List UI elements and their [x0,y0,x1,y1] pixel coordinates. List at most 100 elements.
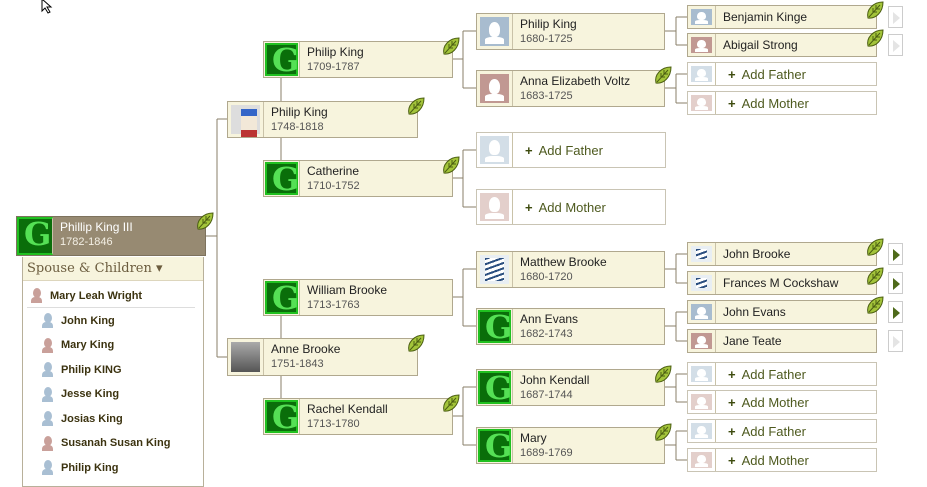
ancestor-card[interactable]: Benjamin Kinge [687,5,877,29]
hint-leaf-icon[interactable] [865,237,885,257]
child-item[interactable]: Jesse King [42,386,119,402]
ancestor-card[interactable]: John Evans [687,300,877,324]
plus-icon: + [728,367,736,382]
expand-generation-arrow-icon[interactable] [888,330,903,352]
person-name: Catherine [307,164,360,178]
hint-leaf-icon[interactable] [653,364,673,384]
expand-generation-arrow-icon[interactable] [888,6,903,28]
hint-leaf-icon[interactable] [865,0,885,20]
child-item[interactable]: Josias King [42,411,123,426]
plus-icon: + [525,200,533,215]
hint-leaf-icon[interactable] [195,211,215,231]
male-silhouette-icon [42,362,53,377]
add-label: Add Mother [741,96,809,111]
expand-generation-arrow-icon[interactable] [888,272,903,294]
person-photo [264,42,300,77]
hint-leaf-icon[interactable] [865,266,885,286]
person-dates: 1680-1720 [520,271,573,283]
female-silhouette-icon [477,190,513,224]
expand-generation-arrow-icon[interactable] [888,34,903,56]
child-name: John King [61,314,115,327]
female-silhouette-icon [688,449,716,471]
hint-leaf-icon[interactable] [865,28,885,48]
add-father-button[interactable]: +Add Father [687,362,877,386]
person-name: Matthew Brooke [520,255,607,269]
person-dates: 1709-1787 [307,61,360,73]
ancestor-card[interactable]: Jane Teate [687,329,877,353]
tree-connectors [206,16,687,461]
spouse-children-dropdown[interactable]: Spouse & Children ▾ [23,257,203,281]
hint-leaf-icon[interactable] [441,155,461,175]
child-item[interactable]: John King [42,313,115,328]
person-photo [477,71,513,106]
ancestor-card[interactable]: John Brooke [687,242,877,266]
person-name: Anna Elizabeth Voltz [520,74,631,88]
expand-generation-arrow-icon[interactable] [888,243,903,265]
plus-icon: + [728,453,736,468]
add-father-button[interactable]: +Add Father [687,62,877,86]
ancestor-card[interactable]: Abigail Strong [687,33,877,57]
ancestor-card[interactable]: Philip King 1680-1725 [476,13,665,50]
child-item[interactable]: Philip KING [42,362,122,377]
ancestor-card[interactable]: Anna Elizabeth Voltz 1683-1725 [476,70,665,107]
person-dates: 1680-1725 [520,33,573,45]
person-photo [688,34,716,56]
divider [27,307,195,308]
add-father-button[interactable]: +Add Father [476,132,666,168]
ancestor-card[interactable]: Matthew Brooke 1680-1720 [476,251,665,288]
add-mother-button[interactable]: +Add Mother [476,189,666,225]
person-dates: 1683-1725 [520,90,573,102]
spouse-item[interactable]: Mary Leah Wright [31,288,142,303]
hint-leaf-icon[interactable] [865,295,885,315]
person-dates: 1689-1769 [520,447,573,459]
male-silhouette-icon [42,460,53,475]
person-photo [264,161,300,196]
expand-generation-arrow-icon[interactable] [888,301,903,323]
hint-leaf-icon[interactable] [441,36,461,56]
add-mother-button[interactable]: + Add Mother [687,448,877,472]
child-name: Mary King [61,339,115,351]
child-name: Susanah Susan King [61,437,171,449]
plus-icon: + [728,67,736,82]
child-item[interactable]: Susanah Susan King [42,435,171,451]
ancestor-card[interactable]: Catherine 1710-1752 [263,160,453,197]
child-item[interactable]: Philip King [42,460,118,475]
ancestor-card[interactable]: Frances M Cockshaw [687,271,877,295]
male-silhouette-icon [42,313,53,328]
person-photo [228,102,264,137]
hint-leaf-icon[interactable] [653,422,673,442]
person-name: Philip King [307,45,364,59]
male-silhouette-icon [688,63,716,85]
person-dates: 1710-1752 [307,180,360,192]
add-label: Add Mother [741,453,809,468]
mouse-cursor-icon [41,0,53,14]
person-photo [477,252,513,287]
hint-leaf-icon[interactable] [441,393,461,413]
child-item[interactable]: Mary King [42,337,115,353]
person-name: Rachel Kendall [307,402,388,416]
person-photo [477,309,513,344]
ancestor-card[interactable]: Philip King 1709-1787 [263,41,453,78]
add-father-button[interactable]: +Add Father [687,419,877,443]
person-photo [688,243,716,265]
person-name: Philip King [520,17,577,31]
hint-leaf-icon[interactable] [406,333,426,353]
person-name: Philip King [271,105,328,119]
add-mother-button[interactable]: + Add Mother [687,91,877,115]
hint-leaf-icon[interactable] [406,96,426,116]
plus-icon: + [728,96,736,111]
add-mother-button[interactable]: +Add Mother [687,390,877,414]
plus-icon: + [728,424,736,439]
child-name: Philip KING [61,363,122,376]
hint-leaf-icon[interactable] [653,65,673,85]
add-label: Add Father [538,143,603,158]
person-dates: 1751-1843 [271,358,324,370]
